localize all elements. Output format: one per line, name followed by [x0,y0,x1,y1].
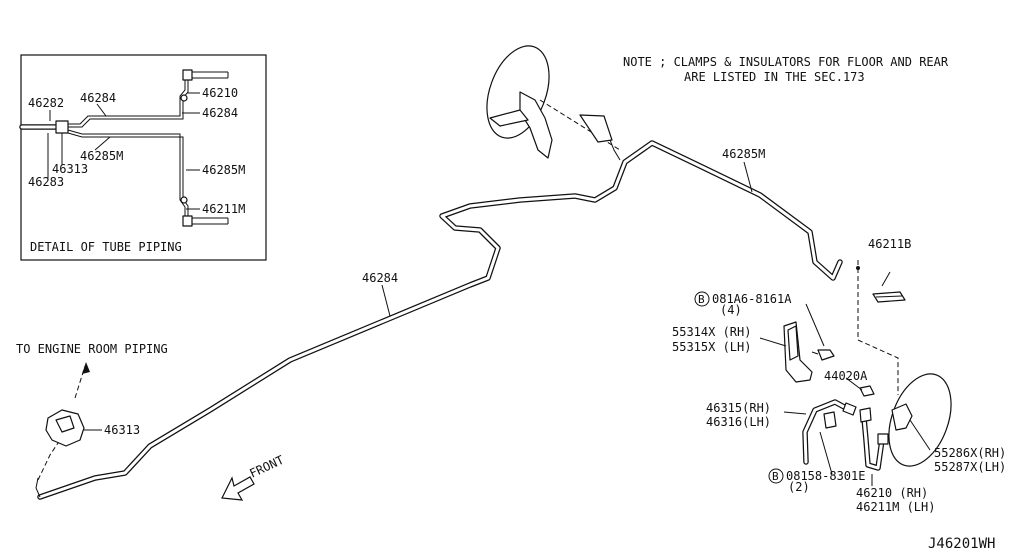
label-44020a: 44020A [824,369,868,383]
svg-text:B: B [698,293,705,306]
front-arrow: FRONT [221,453,286,501]
label-46211b: 46211B [868,237,911,251]
label-46315-rh: 46315(RH) [706,401,771,415]
label-55286x-rh: 55286X(RH) [934,446,1006,460]
detail-label-46285m: 46285M [80,149,123,163]
label-55315x-lh: 55315X (LH) [672,340,751,354]
svg-text:B: B [772,470,779,483]
detail-fitting-lower [182,215,193,227]
hose-assembly: 46315(RH) 46316(LH) 46210 (RH) 46211M (L… [706,399,935,514]
brake-tube-main [35,140,843,500]
note-line-1: NOTE ; CLAMPS & INSULATORS FOR FLOOR AND… [623,55,949,69]
detail-label-46282: 46282 [28,96,64,110]
label-46211m-lh: 46211M (LH) [856,500,935,514]
label-front: FRONT [247,453,286,481]
detail-of-tube-piping: 46282 46284 46210 46284 46285M 46313 462… [19,54,267,261]
rear-mount-assembly: 44020A 55286X(RH) 55287X(LH) [824,369,1006,474]
label-55287x-lh: 55287X(LH) [934,460,1006,474]
detail-fitting-upper [182,69,193,81]
front-mount-assembly [486,45,621,161]
detail-label-46211m: 46211M [202,202,245,216]
note-line-2: ARE LISTED IN THE SEC.173 [684,70,865,84]
symbol-b-08158 [768,468,784,484]
detail-caption: DETAIL OF TUBE PIPING [30,240,182,254]
detail-pipe-46285m [67,129,186,222]
label-08158-qty: (2) [788,480,810,494]
label-55314x-rh: 55314X (RH) [672,325,751,339]
label-46284: 46284 [362,271,398,285]
label-081a6-8161a: 081A6-8161A [712,292,792,306]
detail-label-46283: 46283 [28,175,64,189]
diagram-id: J46201WH [928,536,995,552]
detail-label-46285m-b: 46285M [202,163,245,177]
engine-room-connector: TO ENGINE ROOM PIPING 46313 [16,342,168,481]
symbol-b-081a6 [694,291,710,307]
label-08158-8301e: 08158-8301E [786,469,865,483]
label-46285m: 46285M [722,147,765,161]
label-engine-room: TO ENGINE ROOM PIPING [16,342,168,356]
front-arrow-icon [221,476,255,501]
arrow-to-engine-room [82,362,90,374]
label-46313: 46313 [104,423,140,437]
detail-pipe-46284 [68,78,186,125]
label-081a6-qty: (4) [720,303,742,317]
label-46316-lh: 46316(LH) [706,415,771,429]
detail-junction-46313 [55,120,69,134]
detail-label-46313: 46313 [52,162,88,176]
detail-label-46284: 46284 [80,91,116,105]
label-46210-rh: 46210 (RH) [856,486,928,500]
bolt-081a6 [817,349,835,361]
bracket-assembly: B 081A6-8161A (4) 55314X (RH) 55315X (LH… [672,291,835,383]
detail-label-46284b: 46284 [202,106,238,120]
detail-frame [20,54,267,261]
clip-46211b: 46211B [856,237,911,395]
detail-label-46210: 46210 [202,86,238,100]
